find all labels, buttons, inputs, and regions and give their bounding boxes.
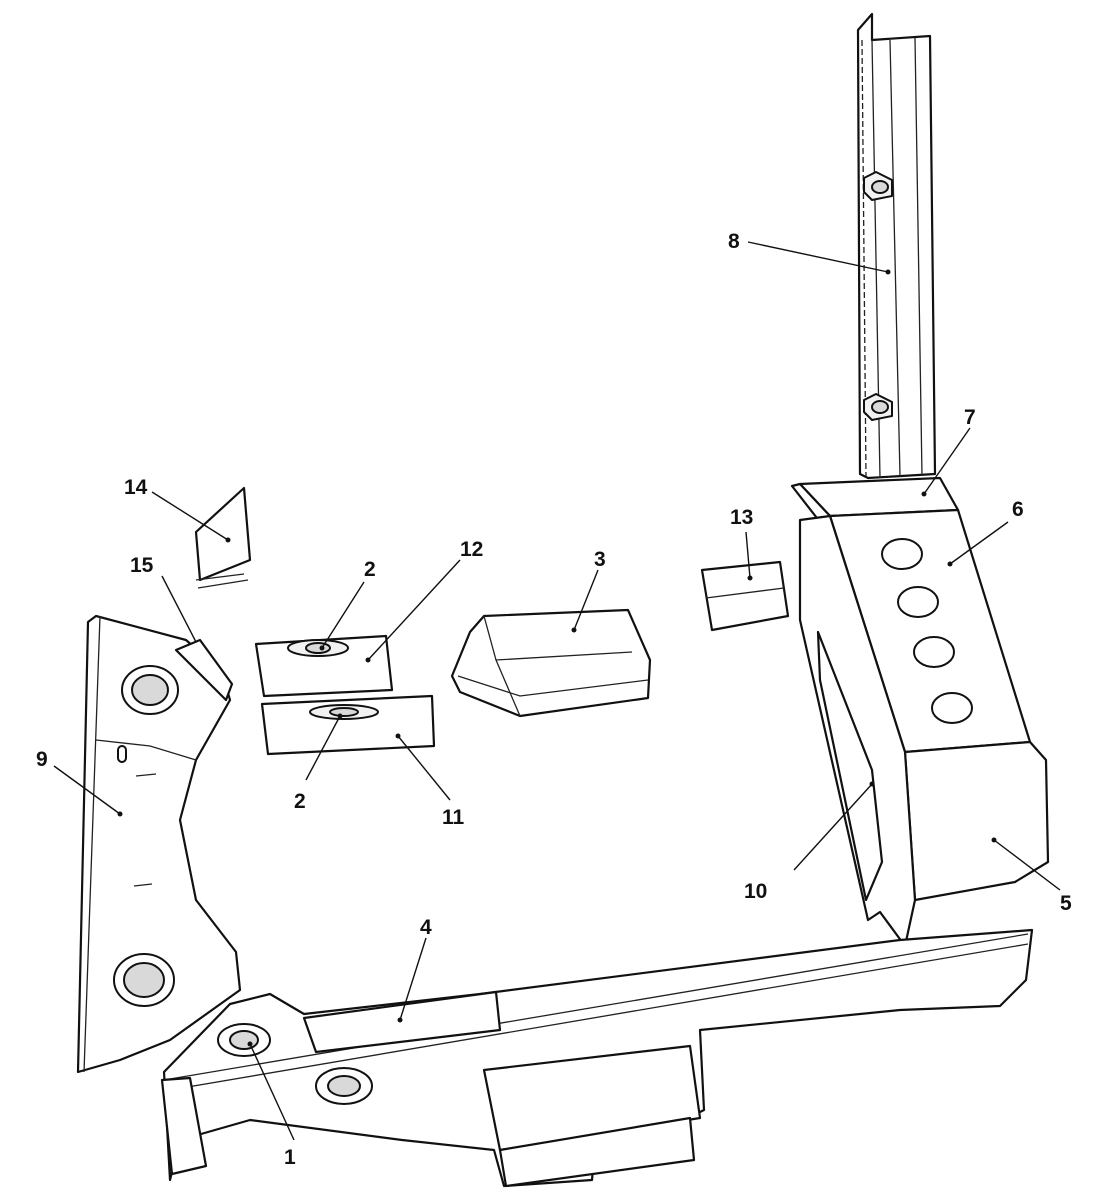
- part-4-floor: [160, 928, 1034, 1188]
- leader-10: [793, 783, 873, 871]
- leader-2-lower: [305, 715, 341, 781]
- part-5-box-lower: [903, 740, 1050, 902]
- callout-4: 4: [420, 916, 432, 939]
- part-9-left-panel: [76, 614, 242, 1074]
- leader-5: [993, 839, 1061, 891]
- callout-2-lower: 2: [294, 790, 306, 813]
- callout-11: 11: [442, 806, 465, 829]
- leader-3: [573, 569, 599, 631]
- leader-6: [949, 521, 1009, 565]
- leader-15: [161, 575, 197, 643]
- part-13-small-block: [700, 560, 790, 632]
- leader-1: [249, 1043, 295, 1141]
- leader-13: [745, 531, 751, 579]
- leader-9: [53, 765, 121, 815]
- callout-6: 6: [1012, 498, 1024, 521]
- callout-3: 3: [594, 548, 606, 571]
- callout-5: 5: [1060, 892, 1072, 915]
- leader-7: [923, 427, 971, 495]
- part-11-lower-plate: [260, 694, 436, 756]
- callout-1: 1: [284, 1146, 296, 1169]
- leader-8: [747, 241, 889, 273]
- part-15-trim: [174, 638, 234, 702]
- part-14-bracket: [194, 486, 252, 589]
- leader-14: [151, 491, 229, 541]
- callout-14: 14: [124, 476, 148, 499]
- callout-10: 10: [744, 880, 767, 903]
- leader-dots: [117, 269, 997, 1047]
- part-12-upper-plate: [254, 634, 394, 698]
- callout-8: 8: [728, 230, 740, 253]
- callout-12: 12: [460, 538, 483, 561]
- callout-13: 13: [730, 506, 753, 529]
- leader-11: [397, 735, 451, 801]
- leader-12: [367, 559, 461, 661]
- callout-15: 15: [130, 554, 154, 577]
- callout-7: 7: [964, 406, 976, 429]
- leader-2-upper: [321, 581, 365, 649]
- part-3-tray: [450, 608, 652, 718]
- callout-labels: 1 2 2 3 4 5 6 7 8 9 10 11 12 13 14 15: [36, 230, 1072, 1169]
- leader-4: [399, 937, 427, 1021]
- leader-lines: [53, 241, 1061, 1141]
- callout-9: 9: [36, 748, 48, 771]
- callout-2-upper: 2: [364, 558, 376, 581]
- part-8-pillar: [856, 12, 937, 480]
- part-6-box-panel: [828, 508, 1032, 754]
